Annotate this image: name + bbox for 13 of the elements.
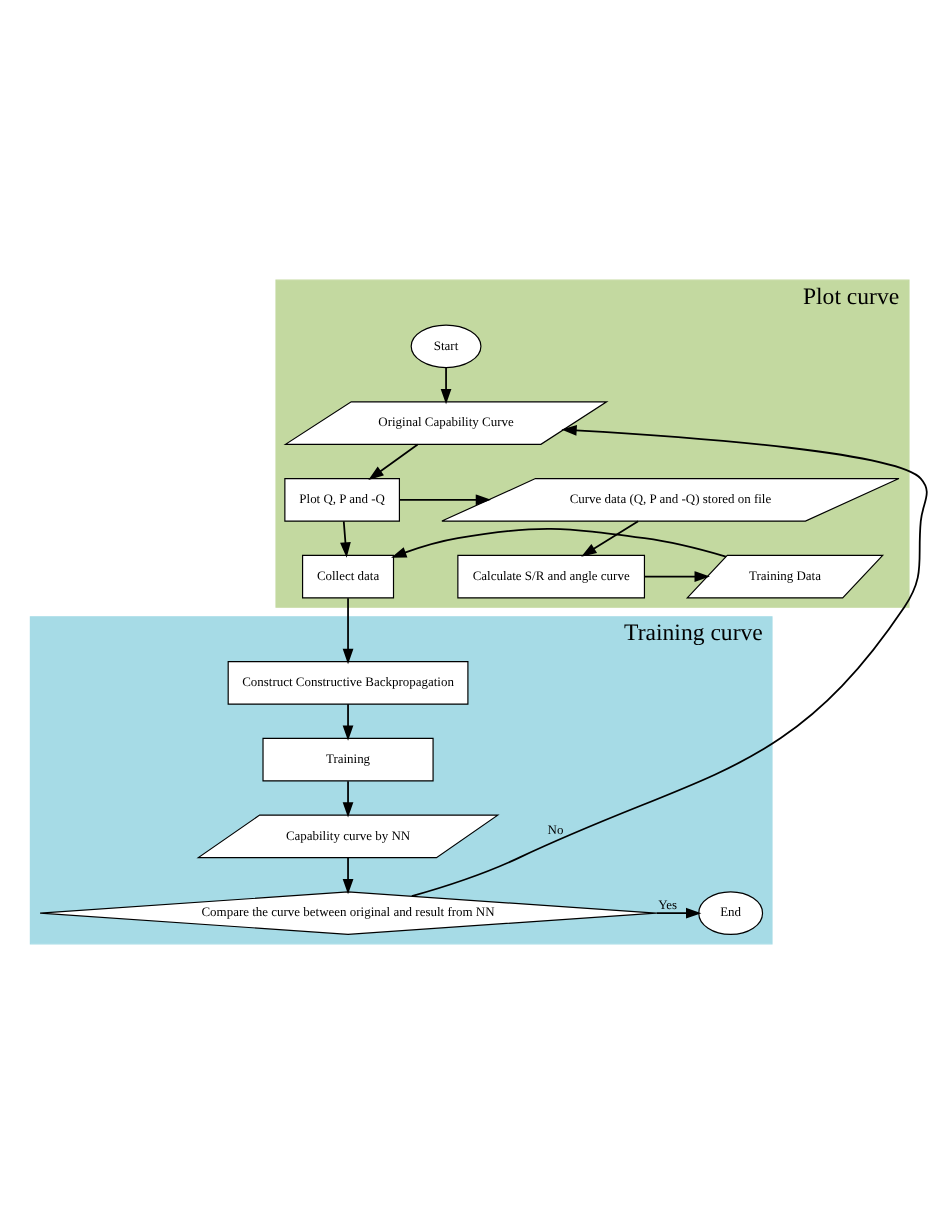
- arrow: [655, 907, 702, 919]
- arrow: [440, 366, 452, 405]
- arrow: [340, 520, 351, 558]
- arrow: [391, 527, 727, 558]
- arrow: [368, 443, 419, 480]
- arrow: [581, 520, 640, 557]
- arrow: [398, 494, 492, 506]
- arrow: [410, 425, 928, 897]
- arrow: [643, 571, 710, 582]
- arrow: [342, 597, 354, 665]
- arrow: [342, 703, 354, 741]
- arrow: [342, 780, 354, 818]
- arrow: [342, 857, 354, 895]
